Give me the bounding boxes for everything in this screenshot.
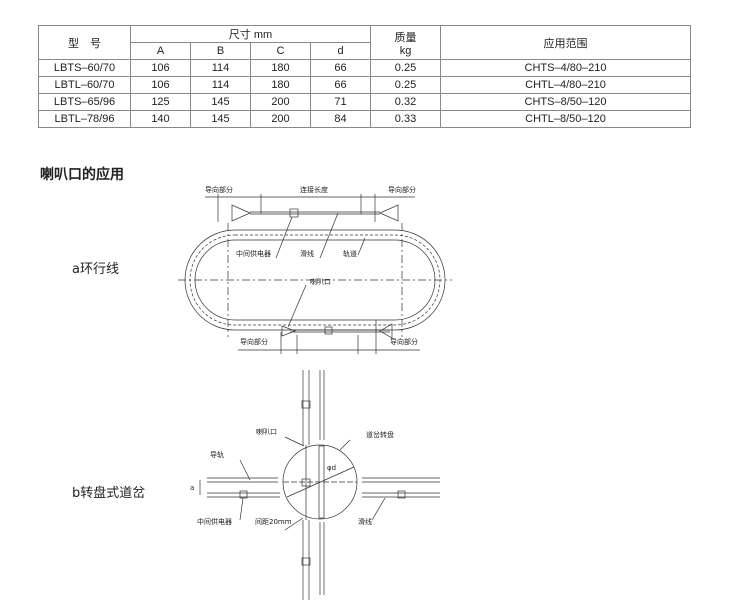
b-horn: 喇叭口 — [256, 427, 277, 436]
table-cell: 140 — [130, 110, 191, 128]
a-feeder: 中间供电器 — [236, 249, 271, 258]
table-cell: CHTL–8/50–120 — [440, 110, 691, 128]
b-a-dimension: a — [190, 484, 194, 492]
b-guide-rail: 导轨 — [210, 450, 224, 459]
table-cell: LBTL–60/70 — [38, 76, 131, 94]
table-cell: 145 — [190, 110, 251, 128]
table-cell: LBTS–65/96 — [38, 93, 131, 111]
table-cell: 180 — [250, 59, 311, 77]
a-guide-left: 导向部分 — [205, 185, 233, 194]
a-guide-right: 导向部分 — [388, 185, 416, 194]
b-diameter: φd — [327, 464, 336, 472]
a-slide: 滑线 — [300, 249, 314, 258]
table-cell: 200 — [250, 93, 311, 111]
section-title: 喇叭口的应用 — [40, 167, 124, 183]
loop-diagram — [178, 194, 452, 354]
header-application: 应用范围 — [440, 25, 691, 60]
table-cell: 200 — [250, 110, 311, 128]
b-turntable: 道岔转盘 — [366, 430, 394, 439]
table-cell: 66 — [310, 59, 371, 77]
table-cell: 66 — [310, 76, 371, 94]
a-guide-bottom-left: 导向部分 — [240, 337, 268, 346]
table-cell: 106 — [130, 59, 191, 77]
a-guide-bottom-right: 导向部分 — [390, 337, 418, 346]
table-cell: 84 — [310, 110, 371, 128]
b-feeder: 中间供电器 — [197, 517, 232, 526]
a-connect-length: 连接长度 — [300, 185, 328, 194]
label-turntable-switch: b转盘式道岔 — [72, 486, 146, 501]
b-gap: 间距20mm — [255, 518, 292, 526]
a-horn: 喇叭口 — [310, 277, 331, 286]
header-model: 型 号 — [38, 25, 131, 60]
label-loop-line: a环行线 — [72, 262, 119, 277]
table-cell: LBTL–78/96 — [38, 110, 131, 128]
b-slide: 滑线 — [358, 517, 372, 526]
table-cell: 0.33 — [370, 110, 441, 128]
turntable-diagram — [199, 370, 440, 600]
a-track: 轨道 — [343, 249, 357, 258]
table-cell: LBTS–60/70 — [38, 59, 131, 77]
